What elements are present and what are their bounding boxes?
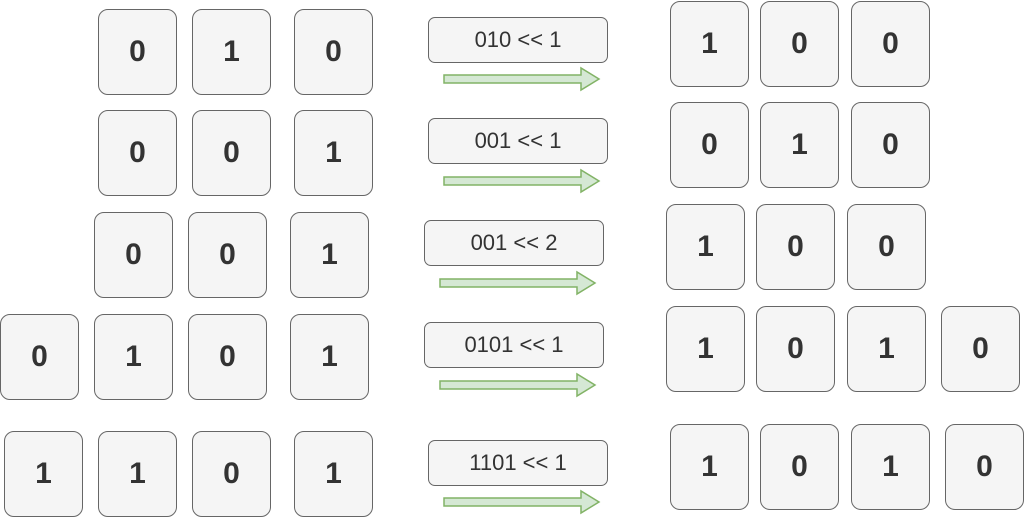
- output-bit: 0: [756, 204, 835, 290]
- right-arrow-icon: [443, 489, 601, 515]
- input-bit: 1: [290, 314, 369, 400]
- output-bit: 0: [941, 306, 1020, 392]
- output-bit: 0: [851, 1, 930, 87]
- right-arrow-icon: [443, 66, 601, 92]
- right-arrow-icon: [439, 372, 597, 398]
- right-arrow-icon: [439, 270, 597, 296]
- shift-operation-label: 0101 << 1: [424, 322, 604, 368]
- input-bit: 1: [192, 9, 271, 95]
- input-bit: 1: [98, 431, 177, 517]
- input-bit: 0: [0, 314, 79, 400]
- input-bit: 1: [4, 431, 83, 517]
- output-bit: 0: [756, 306, 835, 392]
- shift-operation-label: 010 << 1: [428, 17, 608, 63]
- input-bit: 0: [192, 431, 271, 517]
- output-bit: 1: [851, 424, 930, 510]
- input-bit: 0: [188, 212, 267, 298]
- input-bit: 0: [94, 212, 173, 298]
- input-bit: 1: [94, 314, 173, 400]
- output-bit: 1: [760, 102, 839, 188]
- output-bit: 0: [945, 424, 1024, 510]
- input-bit: 0: [98, 110, 177, 196]
- right-arrow-icon: [443, 168, 601, 194]
- output-bit: 0: [760, 424, 839, 510]
- input-bit: 0: [294, 9, 373, 95]
- output-bit: 0: [851, 102, 930, 188]
- output-bit: 1: [666, 306, 745, 392]
- output-bit: 1: [670, 1, 749, 87]
- input-bit: 0: [98, 9, 177, 95]
- input-bit: 0: [188, 314, 267, 400]
- output-bit: 0: [670, 102, 749, 188]
- shift-operation-label: 1101 << 1: [428, 440, 608, 486]
- input-bit: 1: [290, 212, 369, 298]
- output-bit: 1: [666, 204, 745, 290]
- output-bit: 1: [847, 306, 926, 392]
- shift-operation-label: 001 << 2: [424, 220, 604, 266]
- output-bit: 1: [670, 424, 749, 510]
- shift-operation-label: 001 << 1: [428, 118, 608, 164]
- input-bit: 1: [294, 110, 373, 196]
- input-bit: 0: [192, 110, 271, 196]
- input-bit: 1: [294, 431, 373, 517]
- output-bit: 0: [760, 1, 839, 87]
- output-bit: 0: [847, 204, 926, 290]
